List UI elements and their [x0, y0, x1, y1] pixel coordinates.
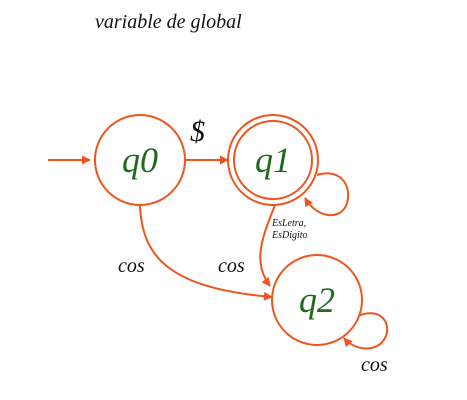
transition-q0-q1-label: $: [190, 115, 205, 148]
state-q1: q1: [227, 114, 319, 206]
transition-q1-self-loop: [304, 172, 350, 217]
transition-q0-q2-label: cos: [118, 255, 145, 277]
transition-q1-q2: [259, 204, 276, 287]
state-q0-circle: [94, 114, 186, 206]
state-q0-label: q0: [122, 140, 158, 180]
transition-q2-self-loop: [343, 312, 389, 350]
state-q2: q2: [271, 254, 363, 346]
transition-q1-self-label-line1: EsLetra,: [271, 218, 306, 229]
diagram-title: variable de global: [95, 11, 242, 33]
transition-q2-self-label: cos: [361, 354, 388, 376]
transition-q0-q2: [139, 204, 273, 301]
transition-q1-self-label-line2: EsDigito: [271, 230, 308, 241]
state-q0: q0: [94, 114, 186, 206]
state-q2-circle: [271, 254, 363, 346]
state-q2-label: q2: [299, 280, 335, 320]
transition-q1-q2-label: cos: [218, 255, 245, 277]
state-q1-inner-circle: [233, 120, 313, 200]
state-q1-label: q1: [255, 140, 291, 180]
